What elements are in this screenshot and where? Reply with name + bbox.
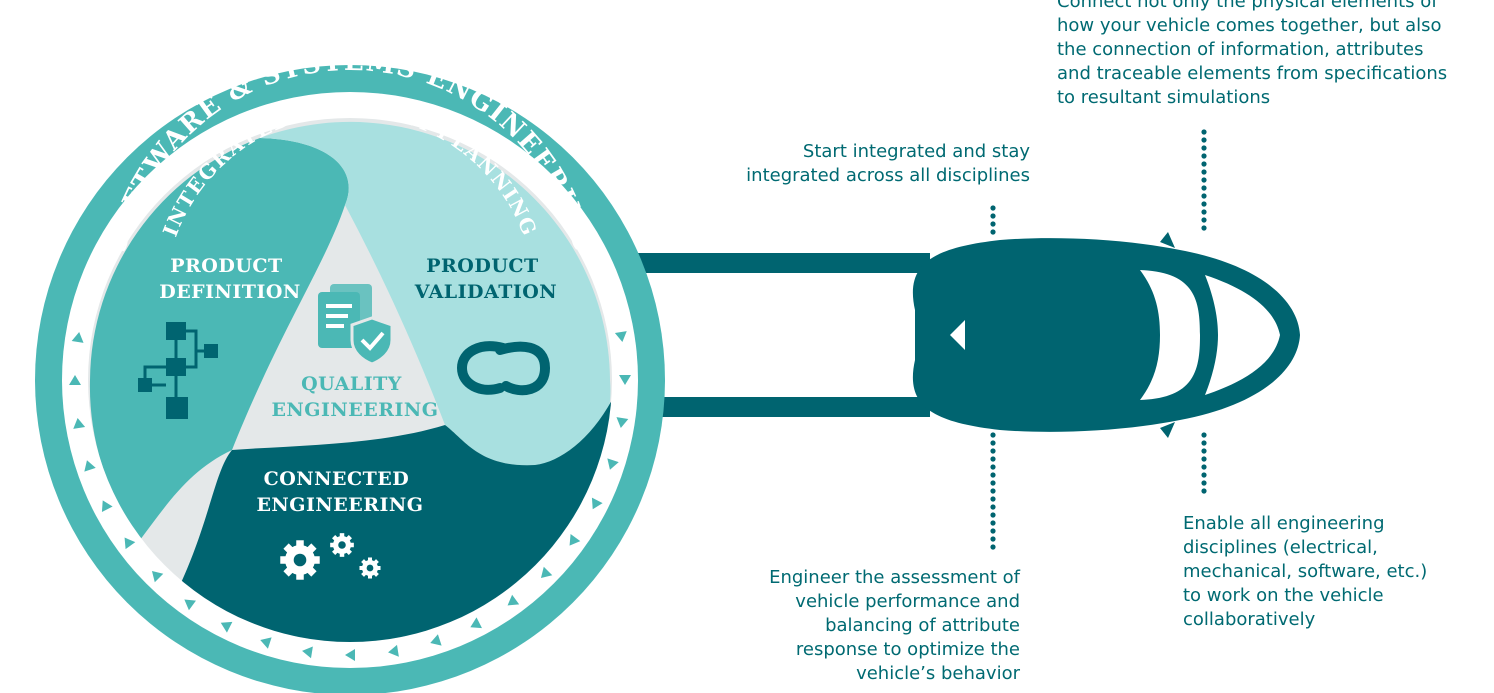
direction-marker [84, 460, 96, 472]
car-top-view [912, 232, 1300, 438]
leader-dot [1201, 225, 1207, 231]
direction-marker [614, 331, 627, 342]
car-mirror-top [1160, 232, 1175, 248]
direction-marker [540, 566, 553, 579]
direction-marker [260, 637, 272, 649]
leader-dot [990, 520, 996, 526]
direction-marker [220, 621, 233, 633]
direction-marker [124, 537, 136, 550]
leader-dot [1201, 440, 1207, 446]
leader-dot [990, 512, 996, 518]
leader-dot [1201, 145, 1207, 151]
direction-marker [302, 646, 313, 659]
label-product-definition: PRODUCT DEFINITION [159, 255, 301, 303]
leader-dot [990, 496, 996, 502]
direction-marker [345, 649, 355, 661]
direction-marker [569, 534, 581, 546]
leader-dot [1201, 432, 1207, 438]
segment-disc [88, 118, 612, 642]
direction-marker [151, 570, 164, 583]
leader-dot [1201, 201, 1207, 207]
leader-dot [1201, 217, 1207, 223]
segment-product-validation [260, 121, 611, 466]
leader-dot [1201, 169, 1207, 175]
leader-dot [990, 205, 996, 211]
callout-enable-disciplines: Enable all engineering disciplines (elec… [1183, 513, 1428, 630]
leader-dot [1201, 193, 1207, 199]
car-body [912, 238, 1300, 432]
direction-marker [507, 594, 520, 606]
leader-dot [990, 229, 996, 235]
leader-dot [1201, 472, 1207, 478]
leader-dot [990, 528, 996, 534]
direction-marker [73, 418, 86, 429]
label-connected-engineering: CONNECTED ENGINEERING [256, 468, 423, 516]
leader-dot [990, 544, 996, 550]
segment-connected-engineering [180, 400, 612, 642]
label-product-validation: PRODUCT VALIDATION [414, 255, 557, 303]
leader-dot [1201, 177, 1207, 183]
leader-dot [1201, 137, 1207, 143]
leader-dot [990, 448, 996, 454]
direction-marker [470, 617, 482, 629]
leader-dot [990, 464, 996, 470]
car-nose [1205, 275, 1280, 395]
direction-markers [69, 331, 631, 661]
callout-engineer-assessment: Engineer the assessment of vehicle perfo… [769, 567, 1020, 684]
leader-dot [1201, 456, 1207, 462]
leader-dot [990, 456, 996, 462]
gears-icon [280, 533, 381, 580]
direction-marker [430, 634, 442, 646]
leader-dot [1201, 185, 1207, 191]
leader-dot [990, 480, 996, 486]
flowchart-icon [138, 322, 218, 419]
label-quality-engineering: QUALITY ENGINEERING [271, 373, 438, 421]
direction-marker [69, 375, 81, 385]
chain-link-icon [456, 341, 551, 396]
leader-dot [1201, 209, 1207, 215]
direction-marker [388, 644, 399, 657]
direction-marker [101, 500, 113, 512]
leader-dot [990, 536, 996, 542]
direction-marker [607, 458, 619, 470]
car-mirror-bottom [1160, 422, 1175, 438]
callout-connect-elements: Connect not only the physical elements o… [1057, 0, 1448, 108]
direction-marker [184, 599, 196, 611]
leader-dot [1201, 153, 1207, 159]
direction-marker [591, 497, 603, 510]
connector-bars [600, 253, 930, 417]
document-shield-check-icon [318, 284, 394, 366]
leader-dot [1201, 161, 1207, 167]
direction-marker [616, 417, 629, 428]
direction-marker [71, 332, 84, 343]
leader-lines [990, 129, 1207, 550]
car-windshield [1140, 270, 1200, 400]
leader-dot [990, 504, 996, 510]
leader-dot [1201, 129, 1207, 135]
segment-product-definition [89, 138, 349, 540]
leader-dot [990, 472, 996, 478]
leader-dot [1201, 448, 1207, 454]
leader-dot [1201, 488, 1207, 494]
leader-dot [990, 221, 996, 227]
leader-dot [990, 488, 996, 494]
car-rear-notch [950, 320, 965, 350]
leader-dot [990, 440, 996, 446]
callout-start-integrated: Start integrated and stay integrated acr… [746, 141, 1030, 186]
direction-marker [619, 375, 631, 385]
leader-dot [1201, 464, 1207, 470]
leader-dot [990, 432, 996, 438]
leader-dot [1201, 480, 1207, 486]
leader-dot [990, 213, 996, 219]
